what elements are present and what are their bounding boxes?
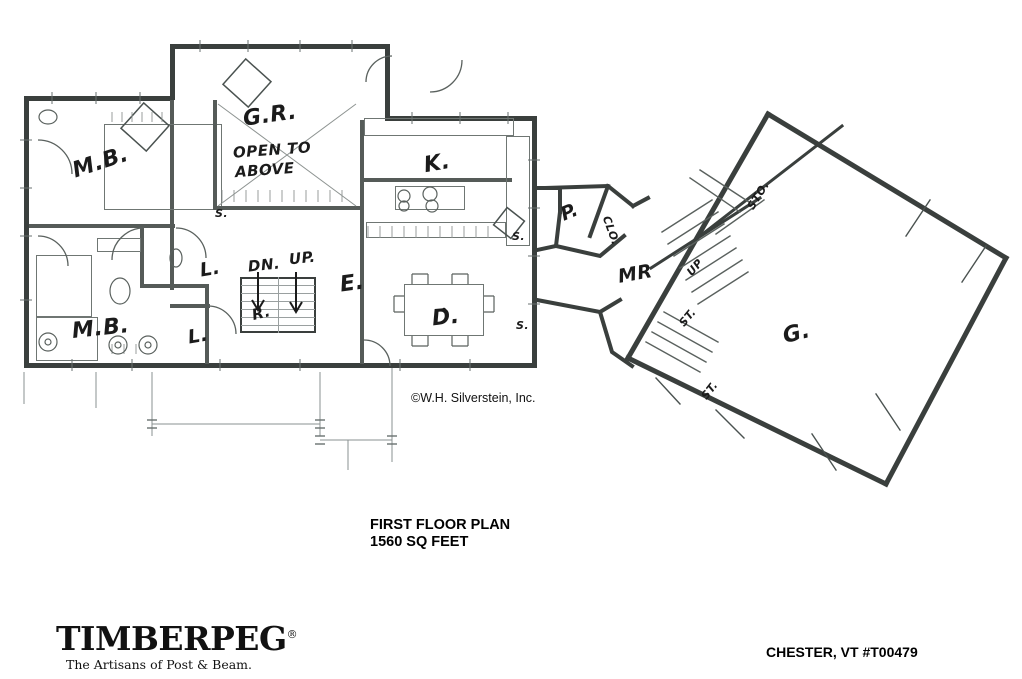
room-label-laundry: L.: [198, 256, 222, 282]
label-garage-stair-up: UP: [684, 256, 706, 279]
label-stairs-up: UP.: [288, 247, 317, 269]
wall-center-left-up: [170, 44, 175, 100]
logo-tagline: The Artisans of Post & Beam.: [65, 657, 253, 672]
fixture-shower: [36, 317, 98, 361]
wall-center-right-jog: [385, 44, 390, 120]
partition-bath-left: [140, 228, 144, 288]
note-above: ABOVE: [234, 158, 296, 182]
label-steps-upper: ST.: [676, 305, 699, 330]
dimension-lines: [23, 368, 393, 470]
partition-bath-bottom: [140, 284, 208, 288]
room-label-closet: CLO.: [599, 214, 623, 247]
wall-south-exterior: [24, 363, 534, 368]
room-label-storage: STO.: [744, 179, 773, 212]
partition-kitchen-bottom: [364, 178, 512, 182]
room-label-linen: L.: [186, 323, 210, 349]
plan-code: CHESTER, VT #T00479: [766, 644, 918, 660]
fixture-kitchen-counter-top: [364, 118, 514, 136]
logo-wordmark: TIMBERPEG®: [56, 618, 298, 656]
partition-hall-right: [205, 284, 209, 364]
fixture-kitchen-island: [366, 222, 506, 238]
label-stairs-down: DN.: [247, 254, 282, 276]
fixture-kitchen-wall-cabinets: [506, 136, 530, 246]
room-label-kitchen: K.: [421, 148, 453, 179]
side-mark-left: S.: [215, 207, 229, 220]
label-steps-lower: ST.: [698, 378, 721, 403]
room-label-master-bath: M.B.: [70, 313, 131, 344]
partition-left-mid: [29, 224, 175, 228]
room-label-mud-room: MR: [616, 260, 655, 288]
fixture-vanity-left: [97, 238, 141, 252]
note-open-to: OPEN TO: [232, 138, 312, 162]
fixture-dining-table: [404, 284, 484, 336]
garage-walls: [624, 110, 1010, 488]
partition-linen: [170, 304, 210, 308]
side-mark-dining: S.: [516, 319, 530, 332]
partition-left-wing-right: [170, 100, 174, 228]
fixture-closet-left: [36, 255, 92, 317]
wall-north-exterior-left: [170, 44, 390, 49]
dimension-ticks: [147, 419, 397, 445]
room-label-pantry: P.: [557, 198, 582, 226]
copyright-notice: ©W.H. Silverstein, Inc.: [411, 391, 536, 405]
room-label-garage: G.: [780, 318, 813, 349]
room-label-entry: E.: [338, 269, 366, 298]
wall-left-wing-top: [24, 96, 174, 101]
room-label-dining: D.: [430, 303, 461, 332]
fixture-cooktop: [395, 186, 465, 210]
wall-left-exterior: [24, 96, 29, 368]
partition-center-right: [360, 120, 364, 364]
wall-east-exterior: [532, 116, 537, 368]
timberpeg-logo: TIMBERPEG® The Artisans of Post & Beam.: [56, 618, 298, 673]
registered-trademark-icon: ®: [286, 628, 298, 641]
partition-great-room-left: [213, 100, 217, 210]
logo-company-name: TIMBERPEG: [56, 619, 287, 658]
side-mark-kitchen: S.: [512, 230, 526, 243]
room-label-great-room: G.R.: [241, 99, 299, 132]
garage-interior-partition: [648, 123, 845, 271]
garage-stair-treads: [645, 199, 749, 373]
garage-openings: [655, 199, 987, 471]
partition-laundry-left: [170, 228, 174, 290]
label-railing: R.: [249, 302, 273, 324]
page-title: FIRST FLOOR PLAN 1560 SQ FEET: [370, 517, 511, 550]
partition-great-room-bottom: [213, 206, 363, 210]
